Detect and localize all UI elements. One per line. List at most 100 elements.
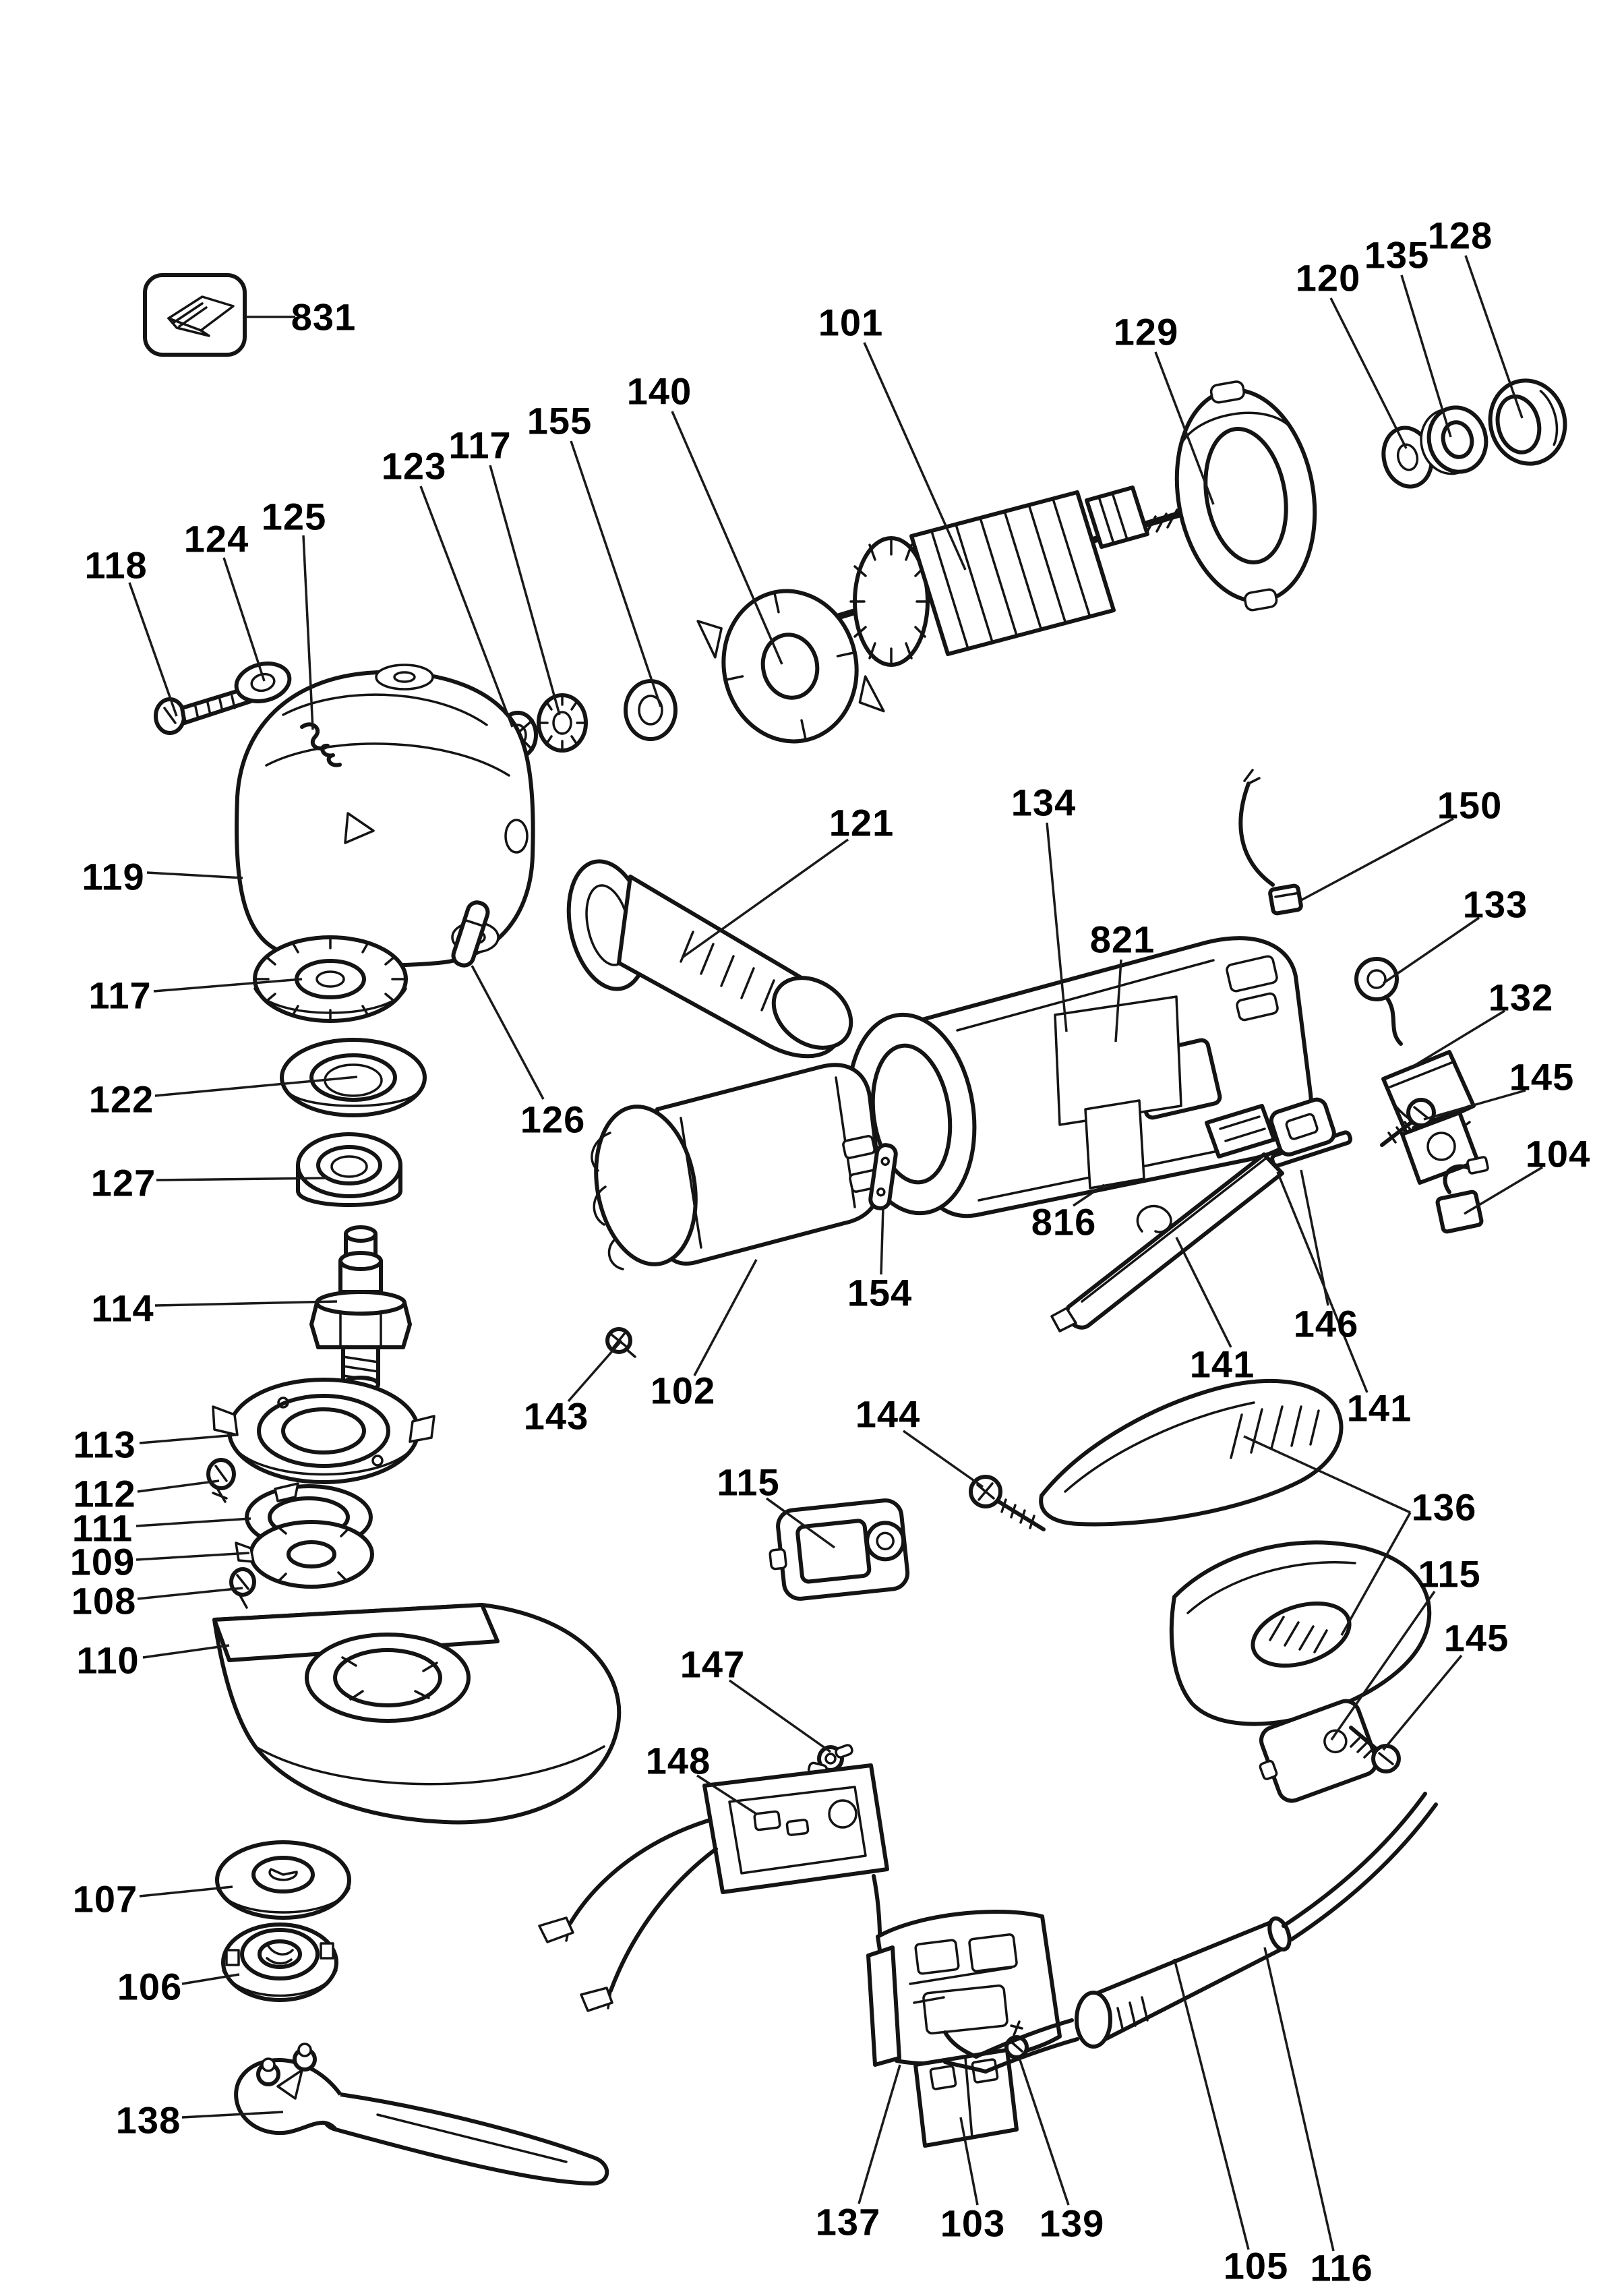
- clamp-plate-part: [235, 1520, 374, 1589]
- part-label-104: 104: [1525, 1132, 1591, 1175]
- part-label-115: 115: [1418, 1552, 1481, 1595]
- leader-line-145: [1382, 1654, 1463, 1751]
- leader-line-112: [137, 1479, 220, 1493]
- clamp-nut-part: [221, 1922, 338, 2002]
- leader-line-102: [693, 1259, 758, 1376]
- leader-line-116: [1263, 1947, 1335, 2252]
- leader-line-138: [181, 2111, 284, 2119]
- slider-bar-part: [1050, 1104, 1284, 1332]
- part-label-111: 111: [71, 1506, 133, 1550]
- part-label-146: 146: [1293, 1302, 1359, 1345]
- leader-line-113: [139, 1434, 237, 1444]
- leader-line-122: [154, 1076, 358, 1097]
- brush-cover-plate-part: [769, 1498, 910, 1601]
- part-label-136: 136: [1411, 1486, 1477, 1529]
- leader-line-115: [1330, 1591, 1436, 1740]
- lead-wire-part: [1238, 769, 1303, 916]
- leader-line-115: [765, 1497, 836, 1549]
- part-label-150: 150: [1437, 784, 1503, 827]
- part-label-128: 128: [1427, 214, 1493, 257]
- leader-line-816: [1073, 1183, 1105, 1207]
- part-label-109: 109: [69, 1540, 136, 1583]
- leader-line-132: [1412, 1009, 1505, 1068]
- handle-half-top-part: [1039, 1378, 1344, 1527]
- wheel-guard-part: [212, 1603, 622, 1825]
- leader-line-108: [137, 1587, 243, 1600]
- part-label-145: 145: [1443, 1616, 1509, 1660]
- part-label-118: 118: [84, 544, 148, 587]
- leader-line-111: [136, 1517, 251, 1527]
- part-label-154: 154: [847, 1271, 913, 1314]
- part-label-132: 132: [1488, 976, 1554, 1019]
- leader-line-126: [471, 965, 545, 1100]
- part-label-816: 816: [1031, 1200, 1097, 1243]
- bearing-housing-part: [212, 1378, 435, 1484]
- leader-line-119: [146, 871, 243, 879]
- brush-clip-part: [868, 1143, 898, 1210]
- part-label-102: 102: [650, 1369, 716, 1412]
- leader-line-136: [1243, 1435, 1411, 1514]
- part-label-106: 106: [117, 1965, 183, 2008]
- cord-protector-part: [1075, 1792, 1438, 2049]
- part-label-133: 133: [1462, 883, 1528, 926]
- part-label-110: 110: [76, 1639, 140, 1682]
- ring-128-part: [1488, 378, 1567, 466]
- part-label-127: 127: [90, 1161, 156, 1204]
- part-label-119: 119: [82, 855, 145, 898]
- part-label-123: 123: [381, 444, 447, 488]
- part-label-135: 135: [1364, 233, 1430, 276]
- pin-wrench-part: [234, 2043, 609, 2185]
- part-label-143: 143: [523, 1394, 589, 1438]
- leader-line-154: [880, 1206, 884, 1275]
- leader-line-109: [136, 1552, 250, 1561]
- bearing-127-part: [296, 1132, 402, 1207]
- part-label-124: 124: [183, 517, 249, 560]
- part-label-147: 147: [680, 1643, 746, 1686]
- leader-line-124: [222, 557, 266, 682]
- part-label-138: 138: [115, 2098, 181, 2142]
- part-label-144: 144: [855, 1392, 921, 1436]
- part-label-145: 145: [1509, 1055, 1575, 1098]
- leader-line-134: [1046, 822, 1068, 1032]
- leader-line-147: [728, 1679, 832, 1753]
- part-label-114: 114: [91, 1287, 154, 1330]
- sticker-816-part: [1084, 1099, 1145, 1190]
- part-label-115: 115: [717, 1461, 780, 1504]
- part-label-116: 116: [1310, 2246, 1373, 2289]
- leader-line-155: [570, 440, 662, 707]
- leader-line-821: [1114, 959, 1122, 1043]
- part-label-141: 141: [1189, 1343, 1255, 1386]
- leader-line-103: [959, 2117, 979, 2206]
- leader-line-141: [1175, 1237, 1232, 1348]
- leader-line-146: [1300, 1169, 1329, 1306]
- leader-line-136: [1340, 1512, 1412, 1636]
- part-label-107: 107: [72, 1877, 138, 1920]
- backing-flange-part: [215, 1840, 351, 1920]
- leader-line-110: [142, 1644, 230, 1659]
- leader-line-101: [863, 342, 967, 570]
- fan-case-part: [1174, 380, 1317, 612]
- leader-line-127: [156, 1177, 331, 1181]
- leader-line-135: [1400, 274, 1452, 438]
- part-label-105: 105: [1223, 2244, 1289, 2287]
- part-label-126: 126: [520, 1098, 586, 1141]
- leader-line-133: [1383, 916, 1480, 985]
- carbon-brush-part: [1435, 1156, 1489, 1234]
- leader-line-106: [181, 1973, 240, 1985]
- part-label-141: 141: [1346, 1386, 1412, 1430]
- leader-line-137: [858, 2064, 901, 2204]
- part-label-139: 139: [1039, 2202, 1105, 2245]
- part-label-121: 121: [829, 801, 895, 844]
- leader-line-144: [902, 1430, 984, 1488]
- screw-143-part: [605, 1327, 636, 1358]
- leader-line-121: [681, 838, 849, 959]
- leader-line-104: [1464, 1166, 1543, 1215]
- leader-line-148: [696, 1774, 757, 1815]
- part-label-148: 148: [645, 1739, 711, 1782]
- part-label-108: 108: [71, 1579, 137, 1622]
- brush-door-part: [1259, 1699, 1379, 1803]
- leader-line-117: [489, 465, 561, 715]
- leader-line-150: [1300, 817, 1454, 902]
